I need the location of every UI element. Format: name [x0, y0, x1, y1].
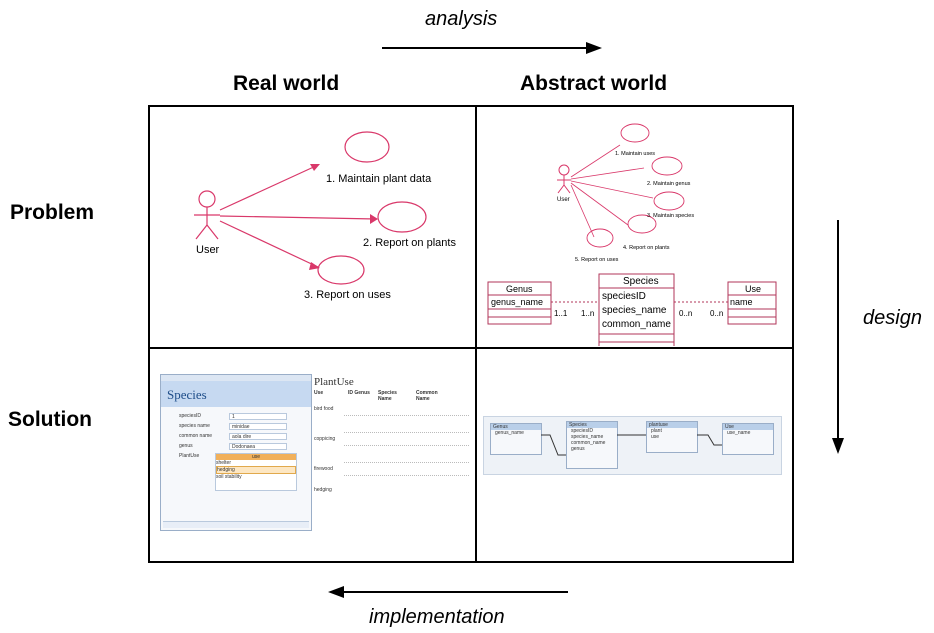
use-case-label: 3. Maintain species	[647, 213, 694, 219]
use-case-label: 3. Report on uses	[304, 289, 391, 301]
use-case-label: 2. Report on plants	[363, 237, 456, 249]
actor-label: User	[196, 244, 220, 256]
real-problem-use-case-diagram: User 1. Maintain plant data 2. Report on…	[194, 131, 456, 301]
plantuse-report: PlantUse Use ID Genus Species Name Commo…	[314, 376, 469, 493]
species-class: Species speciesID species_name common_na…	[598, 273, 675, 346]
use-case-label: 1. Maintain plant data	[326, 173, 432, 185]
relationship-lines	[541, 434, 722, 456]
problem-heading: Problem	[10, 201, 95, 224]
use-class: Use name	[727, 281, 777, 325]
species-table: Species speciesID species_name common_na…	[566, 421, 618, 469]
svg-text:genus_name: genus_name	[491, 297, 543, 307]
analysis-arrow	[382, 42, 602, 54]
genus-table: Genus genus_name	[490, 423, 542, 455]
svg-text:1..n: 1..n	[581, 309, 594, 318]
grid-horizontal-divider	[148, 347, 794, 349]
use-table: Use use_name	[722, 423, 774, 455]
use-case-ellipse	[317, 255, 365, 285]
plantuse-table: plantuse plant use	[646, 421, 698, 453]
solution-heading: Solution	[8, 408, 92, 431]
actor-label: User	[557, 197, 570, 203]
use-case-ellipse	[377, 201, 427, 233]
svg-text:speciesID: speciesID	[602, 291, 646, 302]
svg-text:common_name: common_name	[602, 319, 671, 330]
svg-text:Use: Use	[745, 284, 761, 294]
svg-text:0..n: 0..n	[710, 309, 723, 318]
genus-class: Genus genus_name	[487, 281, 552, 325]
design-arrow	[832, 220, 844, 454]
implementation-label: implementation	[369, 606, 505, 628]
design-label: design	[863, 307, 922, 329]
svg-text:0..n: 0..n	[679, 309, 692, 318]
use-case-label: 4. Report on plants	[623, 245, 670, 251]
actor-icon	[557, 164, 571, 194]
use-case-label: 1. Maintain uses	[615, 151, 655, 157]
abstract-world-heading: Abstract world	[520, 72, 668, 95]
use-case-ellipse	[344, 131, 390, 163]
subform: use shelter hedging soil stability	[215, 453, 297, 491]
svg-text:name: name	[730, 297, 753, 307]
use-case-label: 2. Maintain genus	[647, 181, 691, 187]
svg-text:Genus: Genus	[506, 284, 533, 294]
form-title: Species	[161, 381, 311, 407]
abstract-problem-diagram: User 1. Maintain uses 2. Maintain genus …	[487, 123, 777, 346]
svg-text:species_name: species_name	[602, 305, 667, 316]
implementation-arrow	[328, 586, 568, 598]
actor-icon	[194, 190, 220, 240]
quadrant-grid	[148, 105, 794, 563]
grid-vertical-divider	[475, 105, 477, 563]
use-case-label: 5. Report on uses	[575, 257, 619, 263]
svg-text:Species: Species	[623, 276, 659, 287]
real-world-heading: Real world	[233, 72, 340, 95]
svg-text:1..1: 1..1	[554, 309, 568, 318]
analysis-label: analysis	[425, 8, 498, 30]
relationship-diagram: Genus genus_name Species speciesID speci…	[483, 416, 782, 475]
